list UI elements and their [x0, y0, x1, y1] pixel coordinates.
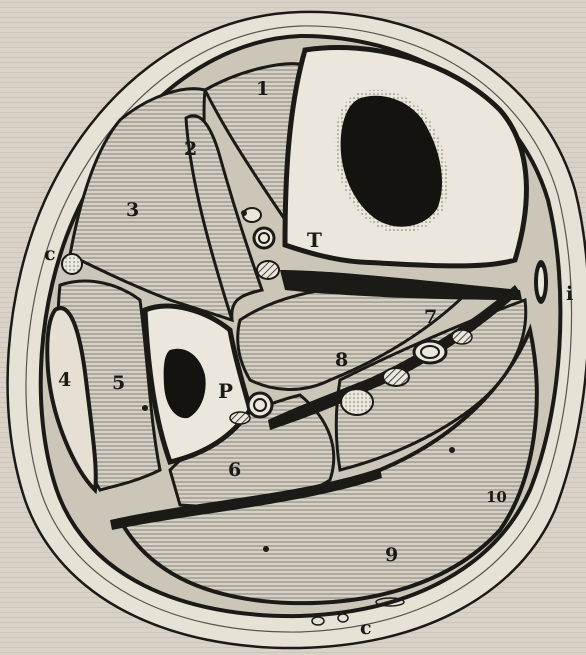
label-5: 5: [112, 372, 125, 394]
label-3: 3: [126, 199, 139, 221]
label-9: 9: [385, 544, 398, 566]
vein-right: [534, 260, 548, 304]
label-i-right: i: [566, 283, 573, 305]
label-1: 1: [256, 78, 269, 100]
label-c-bottom: c: [360, 617, 372, 639]
label-4: 4: [58, 369, 71, 391]
label-c-left: c: [44, 243, 56, 265]
label-fibula: P: [218, 379, 233, 403]
saphenous-vein-left: [62, 254, 82, 274]
label-tibia: T: [307, 228, 322, 252]
label-2: 2: [184, 138, 197, 160]
label-10: 10: [486, 488, 507, 506]
label-8: 8: [335, 349, 348, 371]
label-7: 7: [424, 306, 437, 328]
label-6: 6: [228, 459, 241, 481]
